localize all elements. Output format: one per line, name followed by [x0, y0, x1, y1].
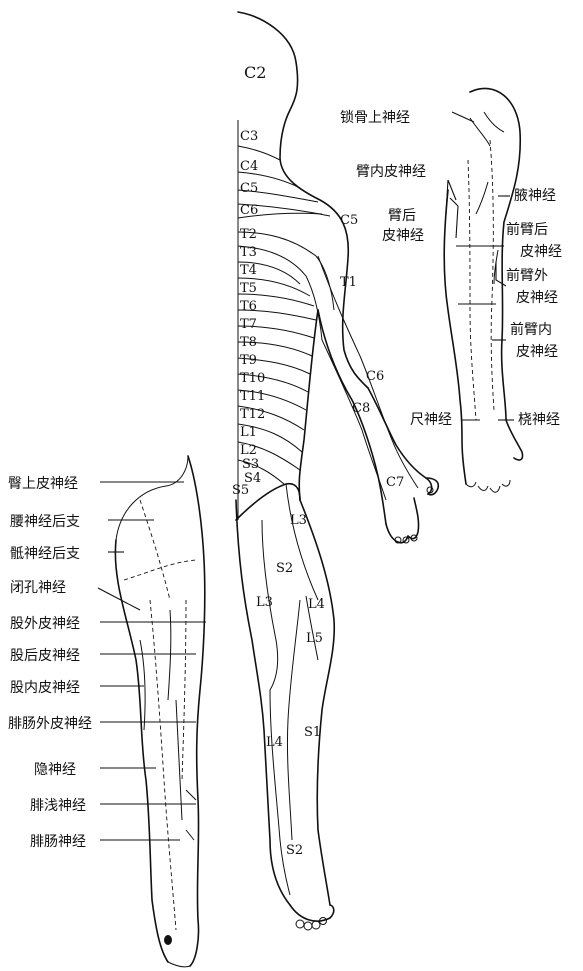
leg-label-medial-femoral: 股内皮神经: [10, 680, 80, 696]
arm-label-supraclavicular: 锁骨上神经: [340, 110, 410, 126]
arm-label-c8: C8: [352, 401, 370, 416]
leg-label-l4-upper: L4: [308, 597, 325, 612]
leg-foot: [168, 962, 190, 967]
leg-label-l3-lower: L3: [256, 595, 273, 610]
toe: [312, 921, 320, 929]
arm-label-radial: 桡神经: [518, 412, 560, 428]
segment-label-c5: C5: [240, 181, 258, 196]
segment-label-l1: L1: [240, 425, 257, 440]
leg-label-lumbar-posterior: 腰神经后支: [10, 514, 80, 530]
leg-label-superficial-peroneal: 腓浅神经: [30, 798, 86, 814]
leg-label-sacral-posterior: 骶神经后支: [10, 546, 80, 562]
leg-label-sural: 腓肠神经: [30, 834, 86, 850]
segment-label-t11: T11: [240, 389, 265, 404]
leg-label-l3-upper: L3: [290, 513, 307, 528]
arm-label-medial-antebrachial-1: 前臂内: [510, 321, 552, 338]
leg-nerve-lines: [182, 600, 186, 780]
leg-label-lateral-femoral: 股外皮神经: [10, 616, 80, 632]
arm-label-posterior-brachial-2: 皮神经: [382, 228, 424, 244]
segment-label-t10: T10: [240, 371, 265, 386]
arm-outline-inner: [318, 310, 386, 524]
segment-label-t12: T12: [240, 407, 265, 422]
leg-nerve-lines: [150, 600, 176, 930]
leg-label-obturator: 闭孔神经: [10, 580, 66, 596]
arm-nerve-lines: [468, 160, 476, 420]
arm-label-lateral-antebrachial-2: 皮神经: [516, 290, 558, 306]
arm-nerve-lines: [490, 140, 494, 410]
leg-label-s2-lower: S2: [286, 843, 303, 858]
segment-label-l2: L2: [240, 443, 257, 458]
leg-nerve-lines: [140, 500, 170, 600]
toe: [296, 920, 304, 928]
arm-dermatome-boundary: [322, 340, 386, 500]
arm-label-posterior-antebrachial-1: 前臂后: [506, 221, 548, 238]
dermatome-boundary: [238, 146, 280, 160]
segment-label-c2: C2: [244, 63, 266, 82]
leg-label-lateral-sural: 腓肠外皮神经: [8, 716, 92, 732]
segment-label-t3: T3: [240, 245, 257, 260]
arm-label-axillary: 腋神经: [514, 188, 556, 204]
segment-label-t2: T2: [240, 227, 257, 242]
segment-label-t5: T5: [240, 281, 257, 296]
leg-label-posterior-femoral: 股后皮神经: [10, 648, 80, 664]
leg-label-l5: L5: [306, 631, 323, 646]
leg-buttock: [116, 456, 188, 540]
segment-label-c4: C4: [240, 159, 258, 174]
leg-dermatome-boundary: [270, 690, 290, 895]
leg-figure: [115, 456, 204, 967]
leg-figure-outline-medial: [115, 540, 168, 962]
arm-label-c7: C7: [386, 475, 404, 490]
segment-label-t6: T6: [240, 299, 257, 314]
pointer-line: [452, 112, 474, 122]
leg-nerve-lines: [168, 610, 182, 820]
arm-label-c5: C5: [340, 213, 358, 228]
arm-label-medial-brachial: 臂内皮神经: [356, 164, 426, 180]
torso-outline: [299, 310, 318, 500]
center-figure: C2 C3 C4 C5 C6 T2 T3 T4 T5 T6 T7 T8 T9 T…: [232, 12, 438, 930]
arm-nerve-lines: [470, 112, 504, 146]
segment-label-c6: C6: [240, 203, 258, 218]
arm-figure-outline-medial: [444, 190, 466, 484]
leg-label-l4-lower: L4: [266, 735, 283, 750]
pointer-line: [446, 180, 456, 214]
arm-hand-fingers: [466, 480, 510, 492]
arm-pointers: [446, 112, 514, 420]
pointer-line: [450, 198, 458, 238]
segment-label-t9: T9: [240, 353, 257, 368]
segment-label-t8: T8: [240, 335, 257, 350]
toe: [304, 922, 312, 930]
arm-label-ulnar: 尺神经: [410, 412, 452, 428]
leg-heel-mark: [164, 935, 172, 945]
segment-label-t7: T7: [240, 317, 257, 332]
leg-dermatome-boundary: [287, 600, 300, 840]
arm-label-t1: T1: [340, 275, 357, 290]
arm-nerve-lines: [456, 246, 496, 304]
arm-label-medial-antebrachial-2: 皮神经: [516, 344, 558, 360]
arm-label-posterior-antebrachial-2: 皮神经: [520, 244, 562, 260]
segment-label-c3: C3: [240, 129, 258, 144]
leg-dermatome-boundary: [286, 484, 318, 600]
leg-figure-outline-lateral: [188, 456, 205, 966]
leg-label-superior-cluneal: 臀上皮神经: [8, 476, 78, 492]
segment-label-s3: S3: [242, 457, 259, 472]
segment-label-t4: T4: [240, 263, 257, 278]
foot-outline: [290, 905, 334, 921]
segment-label-s5: S5: [232, 483, 249, 498]
pointer-line: [496, 262, 506, 286]
leg-outline-right: [300, 500, 334, 905]
leg-label-s2-upper: S2: [276, 561, 293, 576]
arm-nerve-lines: [476, 182, 498, 284]
arm-label-posterior-brachial-1: 臂后: [388, 208, 416, 224]
leg-label-saphenous: 隐神经: [34, 762, 76, 778]
arm-label-lateral-antebrachial-1: 前臂外: [506, 267, 548, 284]
leg-label-s1: S1: [304, 725, 321, 740]
arm-label-c6: C6: [366, 369, 384, 384]
arm-figure: [444, 88, 522, 492]
